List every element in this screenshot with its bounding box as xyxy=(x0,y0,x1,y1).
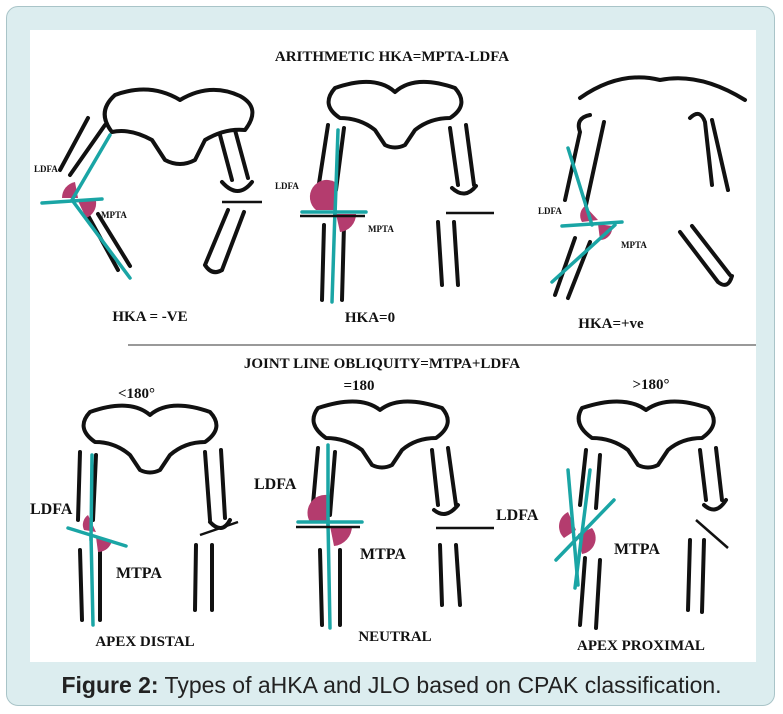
panel-hka-zero: LDFA MPTA HKA=0 xyxy=(275,82,494,326)
ldfa-label: LDFA xyxy=(275,181,299,191)
ldfa-label: LDFA xyxy=(254,476,297,493)
tibia-left-outline xyxy=(195,545,212,610)
alignment-diagram: ARITHMETIC HKA=MPTA-LDFA LDFA MPTA HKA =… xyxy=(30,30,756,662)
jlo-angle-label: >180° xyxy=(632,377,669,393)
pelvis-shape xyxy=(329,82,462,148)
tibia-right-outline xyxy=(580,558,600,628)
panel-neutral: =180 LDFA MTPA NEUTRAL xyxy=(254,378,494,645)
panel-hka-positive: LDFA MPTA HKA=+ve xyxy=(538,77,745,332)
tibia-left-outline xyxy=(440,545,460,605)
tibia-left-outline xyxy=(680,226,732,285)
mpta-label: MPTA xyxy=(621,240,647,250)
femur-left-outline xyxy=(700,448,726,509)
ldfa-angle-marker xyxy=(310,180,336,210)
tibia-left-outline xyxy=(688,540,704,612)
figure-caption: Figure 2: Types of aHKA and JLO based on… xyxy=(0,672,783,699)
femur-left-outline xyxy=(432,448,458,514)
panel-label: NEUTRAL xyxy=(358,629,431,645)
jlo-angle-label: <180° xyxy=(118,386,155,402)
panel-label: APEX DISTAL xyxy=(95,634,194,650)
panel-label: HKA=+ve xyxy=(578,316,644,332)
jlo-angle-label: =180 xyxy=(343,378,374,394)
top-title: ARITHMETIC HKA=MPTA-LDFA xyxy=(275,49,509,65)
tibial-axis-line xyxy=(552,225,615,282)
tibia-left-outline xyxy=(438,222,458,285)
bottom-title: JOINT LINE OBLIQUITY=MTPA+LDFA xyxy=(244,356,520,372)
figure-image: ARITHMETIC HKA=MPTA-LDFA LDFA MPTA HKA =… xyxy=(30,30,756,662)
femoral-axis-line xyxy=(335,130,338,215)
pelvis-shape xyxy=(580,77,745,100)
tibia-left-outline xyxy=(205,210,244,272)
femur-left-outline xyxy=(450,125,476,194)
mpta-label: MPTA xyxy=(101,210,127,220)
panel-apex-proximal: >180° LDFA MTPA APEX PROXIMAL xyxy=(496,377,728,654)
panel-label: HKA = -VE xyxy=(112,309,187,325)
femur-right-outline xyxy=(318,125,344,190)
panel-apex-distal: <180° LDFA MTPA APEX DISTAL xyxy=(30,386,238,650)
panel-label: APEX PROXIMAL xyxy=(577,638,705,654)
femur-right-outline xyxy=(60,118,105,175)
tibia-right-outline xyxy=(555,238,590,298)
pelvis-shape xyxy=(84,406,217,473)
femoral-axis-line xyxy=(91,455,92,540)
femur-left-outline xyxy=(205,450,230,528)
pelvis-shape xyxy=(105,90,253,164)
ldfa-label: LDFA xyxy=(538,206,562,216)
femur-left-outline xyxy=(690,114,728,190)
mtpa-label: MTPA xyxy=(360,546,406,563)
joint-line-left xyxy=(200,522,238,535)
tibial-axis-line xyxy=(91,535,93,625)
caption-text: Types of aHKA and JLO based on CPAK clas… xyxy=(159,672,722,698)
mpta-label: MPTA xyxy=(368,224,394,234)
femur-left-outline xyxy=(220,130,252,191)
mtpa-label: MTPA xyxy=(116,565,162,582)
ldfa-label: LDFA xyxy=(496,507,539,524)
ldfa-label: LDFA xyxy=(30,501,73,518)
mtpa-angle-marker xyxy=(330,526,352,546)
tibial-axis-line xyxy=(328,522,330,628)
tibial-axis-line xyxy=(332,210,335,302)
ldfa-label: LDFA xyxy=(34,164,58,174)
panel-label: HKA=0 xyxy=(345,310,395,326)
caption-prefix: Figure 2: xyxy=(61,672,158,698)
mtpa-label: MTPA xyxy=(614,541,660,558)
panel-hka-negative: LDFA MPTA HKA = -VE xyxy=(34,90,262,325)
joint-line-left xyxy=(696,520,728,548)
